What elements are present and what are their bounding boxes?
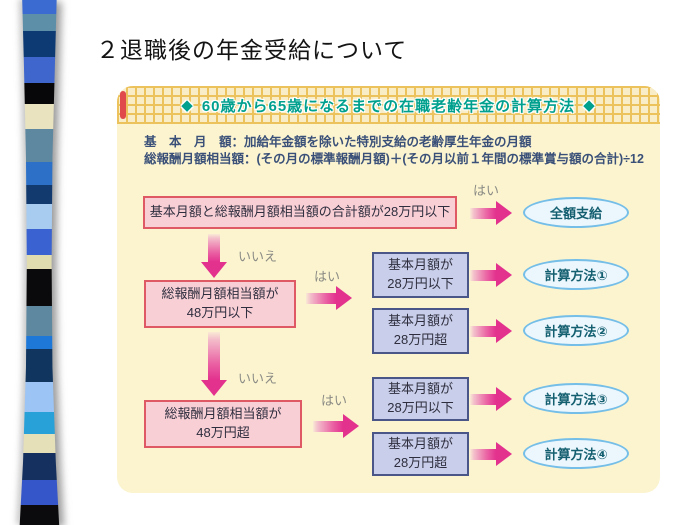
arrow-tail bbox=[208, 234, 220, 262]
condition-box-basic-28man-over-1: 基本月額が 28万円超 bbox=[372, 308, 469, 354]
condition-text-line2: 28万円以下 bbox=[387, 276, 454, 291]
condition-text-line2: 28万円以下 bbox=[387, 400, 454, 415]
page-title: ２退職後の年金受給について bbox=[96, 37, 408, 63]
ribbon-segment bbox=[19, 349, 60, 382]
ribbon-segment bbox=[19, 104, 60, 129]
arrow-right-7 bbox=[470, 442, 512, 466]
ribbon-segment bbox=[19, 185, 60, 204]
no-label-1: いいえ bbox=[238, 249, 278, 264]
condition-text-line2: 48万円以下 bbox=[186, 305, 254, 320]
arrow-tail bbox=[306, 292, 336, 304]
ribbon-segment bbox=[19, 336, 60, 349]
yes-label-2: はい bbox=[314, 269, 341, 284]
arrow-head bbox=[201, 380, 227, 396]
yes-label-3: はい bbox=[321, 393, 348, 408]
result-method-2: 計算方法② bbox=[523, 315, 629, 346]
arrow-right-5 bbox=[313, 414, 359, 438]
arrow-tail bbox=[470, 393, 496, 405]
condition-box-basic-28man-under-1: 基本月額が 28万円以下 bbox=[372, 252, 469, 298]
condition-box-48man-over: 総報酬月額相当額が 48万円超 bbox=[144, 400, 302, 448]
condition-text-line1: 総報酬月額相当額が bbox=[161, 286, 279, 302]
condition-text-line1: 基本月額が bbox=[387, 257, 453, 273]
ribbon-segment bbox=[19, 31, 60, 57]
arrow-head bbox=[343, 414, 359, 438]
ribbon-segment bbox=[19, 83, 60, 104]
condition-box-basic-28man-under-2: 基本月額が 28万円以下 bbox=[372, 377, 469, 421]
flowchart-panel: ◆ 60歳から65歳になるまでの在職老齢年金の計算方法 ◆ 基 本 月 額：加給… bbox=[117, 86, 660, 493]
condition-text-line2: 28万円超 bbox=[393, 332, 448, 347]
arrow-head bbox=[496, 263, 512, 287]
arrow-tail bbox=[470, 448, 496, 460]
ribbon-segment bbox=[19, 129, 60, 162]
ribbon-segment bbox=[19, 255, 60, 269]
ribbon-segment bbox=[19, 453, 60, 480]
arrow-right-4 bbox=[470, 319, 512, 343]
decorative-bar bbox=[19, 0, 60, 525]
no-label-2: いいえ bbox=[238, 371, 278, 386]
condition-text-line1: 基本月額が bbox=[387, 381, 453, 397]
arrow-head bbox=[496, 442, 512, 466]
arrow-tail bbox=[470, 207, 496, 219]
arrow-down-1 bbox=[201, 234, 227, 278]
condition-text-line2: 28万円超 bbox=[393, 455, 448, 470]
decorative-ribbon bbox=[18, 0, 60, 525]
ribbon-segment bbox=[19, 229, 60, 255]
arrow-head bbox=[496, 387, 512, 411]
arrow-tail bbox=[470, 325, 496, 337]
ribbon-segment bbox=[19, 505, 60, 525]
arrow-right-2 bbox=[306, 286, 352, 310]
ribbon-segment bbox=[19, 480, 60, 505]
arrow-right-3 bbox=[470, 263, 512, 287]
arrow-head bbox=[496, 319, 512, 343]
result-method-3: 計算方法③ bbox=[523, 383, 629, 414]
ribbon-segment bbox=[19, 14, 60, 31]
ribbon-segment bbox=[19, 204, 60, 229]
result-method-1: 計算方法① bbox=[523, 259, 629, 290]
arrow-head bbox=[336, 286, 352, 310]
condition-box-basic-28man-over-2: 基本月額が 28万円超 bbox=[372, 432, 469, 476]
definition-line-1: 基 本 月 額：加給年金額を除いた特別支給の老齢厚生年金の月額 bbox=[144, 135, 532, 149]
ribbon-segment bbox=[19, 162, 60, 185]
result-method-4: 計算方法④ bbox=[523, 438, 629, 469]
ribbon-segment bbox=[19, 412, 60, 434]
arrow-head bbox=[201, 262, 227, 278]
diamond-icon: ◆ bbox=[583, 97, 596, 114]
ribbon-segment bbox=[19, 382, 60, 412]
arrow-right-1 bbox=[470, 201, 512, 225]
ribbon-segment bbox=[19, 57, 60, 83]
definition-line-2: 総報酬月額相当額：(その月の標準報酬月額)＋(その月以前１年間の標準賞与額の合計… bbox=[144, 152, 644, 166]
diamond-icon: ◆ bbox=[181, 97, 194, 114]
arrow-tail bbox=[208, 332, 220, 380]
condition-text-line1: 基本月額が bbox=[387, 436, 453, 452]
condition-text-line1: 総報酬月額相当額が bbox=[164, 406, 282, 422]
ribbon-segment bbox=[19, 306, 60, 336]
ribbon-segment bbox=[19, 434, 60, 453]
condition-text-line1: 基本月額が bbox=[387, 313, 453, 329]
ribbon-segment bbox=[19, 269, 60, 306]
ribbon-segment bbox=[19, 0, 60, 14]
arrow-head bbox=[496, 201, 512, 225]
arrow-tail bbox=[313, 420, 343, 432]
arrow-down-2 bbox=[201, 332, 227, 396]
result-full-payment: 全額支給 bbox=[523, 197, 629, 228]
yes-label-1: はい bbox=[473, 183, 500, 198]
condition-box-48man-under: 総報酬月額相当額が 48万円以下 bbox=[144, 280, 296, 328]
panel-header: ◆ 60歳から65歳になるまでの在職老齢年金の計算方法 ◆ bbox=[117, 86, 660, 124]
panel-header-title: 60歳から65歳になるまでの在職老齢年金の計算方法 bbox=[201, 97, 576, 115]
arrow-right-6 bbox=[470, 387, 512, 411]
definitions: 基 本 月 額：加給年金額を除いた特別支給の老齢厚生年金の月額 総報酬月額相当額… bbox=[144, 134, 649, 168]
condition-box-total-28man: 基本月額と総報酬月額相当額の合計額が28万円以下 bbox=[143, 196, 457, 229]
condition-text-line2: 48万円超 bbox=[196, 425, 250, 440]
condition-text: 基本月額と総報酬月額相当額の合計額が28万円以下 bbox=[149, 204, 451, 220]
red-accent-bar bbox=[120, 91, 126, 119]
arrow-tail bbox=[470, 269, 496, 281]
